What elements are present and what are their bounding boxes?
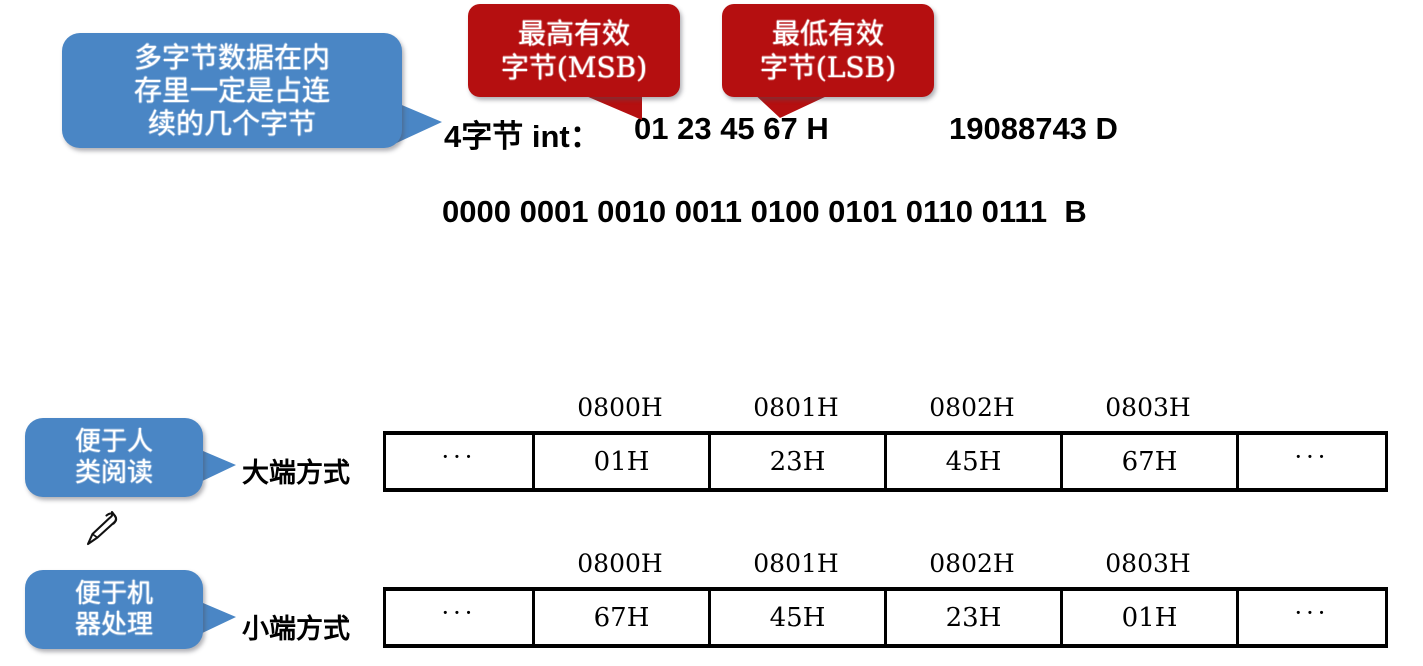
callout-memory-note-tail [390,100,442,146]
callout-memory-note-line-2: 存里一定是占连 [133,73,330,107]
int-decimal-value: 19088743 D [949,111,1118,146]
int-binary-value: 0000 0001 0010 0011 0100 0101 0110 0111 … [442,194,1087,229]
memory-cell: ··· [386,591,535,644]
little-endian-address-2: 0802H [929,549,1015,578]
memory-cell: 67H [535,591,711,644]
big-endian-address-3: 0803H [1105,393,1191,422]
big-endian-address-1: 0801H [753,393,839,422]
big-endian-cell-0: ··· [441,442,477,471]
little-endian-address-1: 0801H [753,549,839,578]
memory-cell: ··· [386,435,535,488]
callout-memory-note-line-3: 续的几个字节 [147,107,316,141]
memory-cell: ··· [1239,591,1385,644]
callout-machine-friendly-line-2: 器处理 [74,609,153,640]
memory-cell: 67H [1063,435,1239,488]
callout-msb-line-2: 字节(MSB) [500,50,648,84]
callout-machine-friendly-tail [196,600,236,636]
callout-memory-note: 多字节数据在内 存里一定是占连 续的几个字节 [62,33,402,148]
little-endian-label: 小端方式 [242,614,350,645]
callout-machine-friendly-line-1: 便于机 [74,578,153,609]
memory-cell: 45H [711,591,887,644]
callout-lsb: 最低有效 字节(LSB) [722,4,934,97]
big-endian-cell-5: ··· [1294,442,1330,471]
little-endian-memory-block: 0800H 0801H 0802H 0803H ··· 67H 45H 23H … [383,549,1388,648]
callout-machine-friendly: 便于机 器处理 [25,570,203,649]
memory-cell: 23H [887,591,1063,644]
big-endian-label: 大端方式 [242,458,350,489]
callout-human-readable-line-2: 类阅读 [74,457,153,488]
int-hex-value: 01 23 45 67 H [634,111,829,146]
little-endian-address-0: 0800H [577,549,663,578]
big-endian-address-row: 0800H 0801H 0802H 0803H [383,393,1388,431]
pen-cursor-icon [86,510,118,546]
callout-lsb-line-1: 最低有效 [771,17,884,51]
memory-cell: 01H [1063,591,1239,644]
little-endian-byte-row: ··· 67H 45H 23H 01H ··· [383,587,1388,648]
callout-msb-line-1: 最高有效 [517,17,630,51]
memory-cell: 23H [711,435,887,488]
callout-lsb-line-2: 字节(LSB) [759,50,897,84]
callout-msb: 最高有效 字节(MSB) [468,4,680,97]
memory-cell: ··· [1239,435,1385,488]
little-endian-cell-5: ··· [1294,598,1330,627]
memory-cell: 01H [535,435,711,488]
callout-human-readable-tail [196,448,236,484]
big-endian-address-2: 0802H [929,393,1015,422]
big-endian-memory-block: 0800H 0801H 0802H 0803H ··· 01H 23H 45H … [383,393,1388,492]
little-endian-address-row: 0800H 0801H 0802H 0803H [383,549,1388,587]
big-endian-address-0: 0800H [577,393,663,422]
little-endian-address-3: 0803H [1105,549,1191,578]
callout-human-readable: 便于人 类阅读 [25,418,203,497]
memory-cell: 45H [887,435,1063,488]
little-endian-cell-0: ··· [441,598,477,627]
callout-memory-note-line-1: 多字节数据在内 [133,40,330,74]
big-endian-byte-row: ··· 01H 23H 45H 67H ··· [383,431,1388,492]
callout-human-readable-line-1: 便于人 [74,426,153,457]
int-size-label: 4字节 int： [444,119,601,154]
